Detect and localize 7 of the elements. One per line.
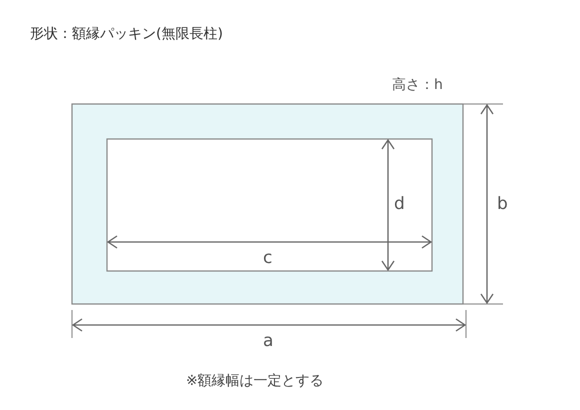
caption: ※額縁幅は一定とする xyxy=(186,372,324,390)
title: 形状：額縁パッキン(無限長柱) xyxy=(30,25,223,43)
dimension-label: 高さ：h xyxy=(392,78,443,92)
dimension-label: c xyxy=(263,250,272,267)
dimension-label: b xyxy=(497,196,508,213)
dimension-label: d xyxy=(394,196,405,213)
dimension-label: a xyxy=(263,333,274,350)
